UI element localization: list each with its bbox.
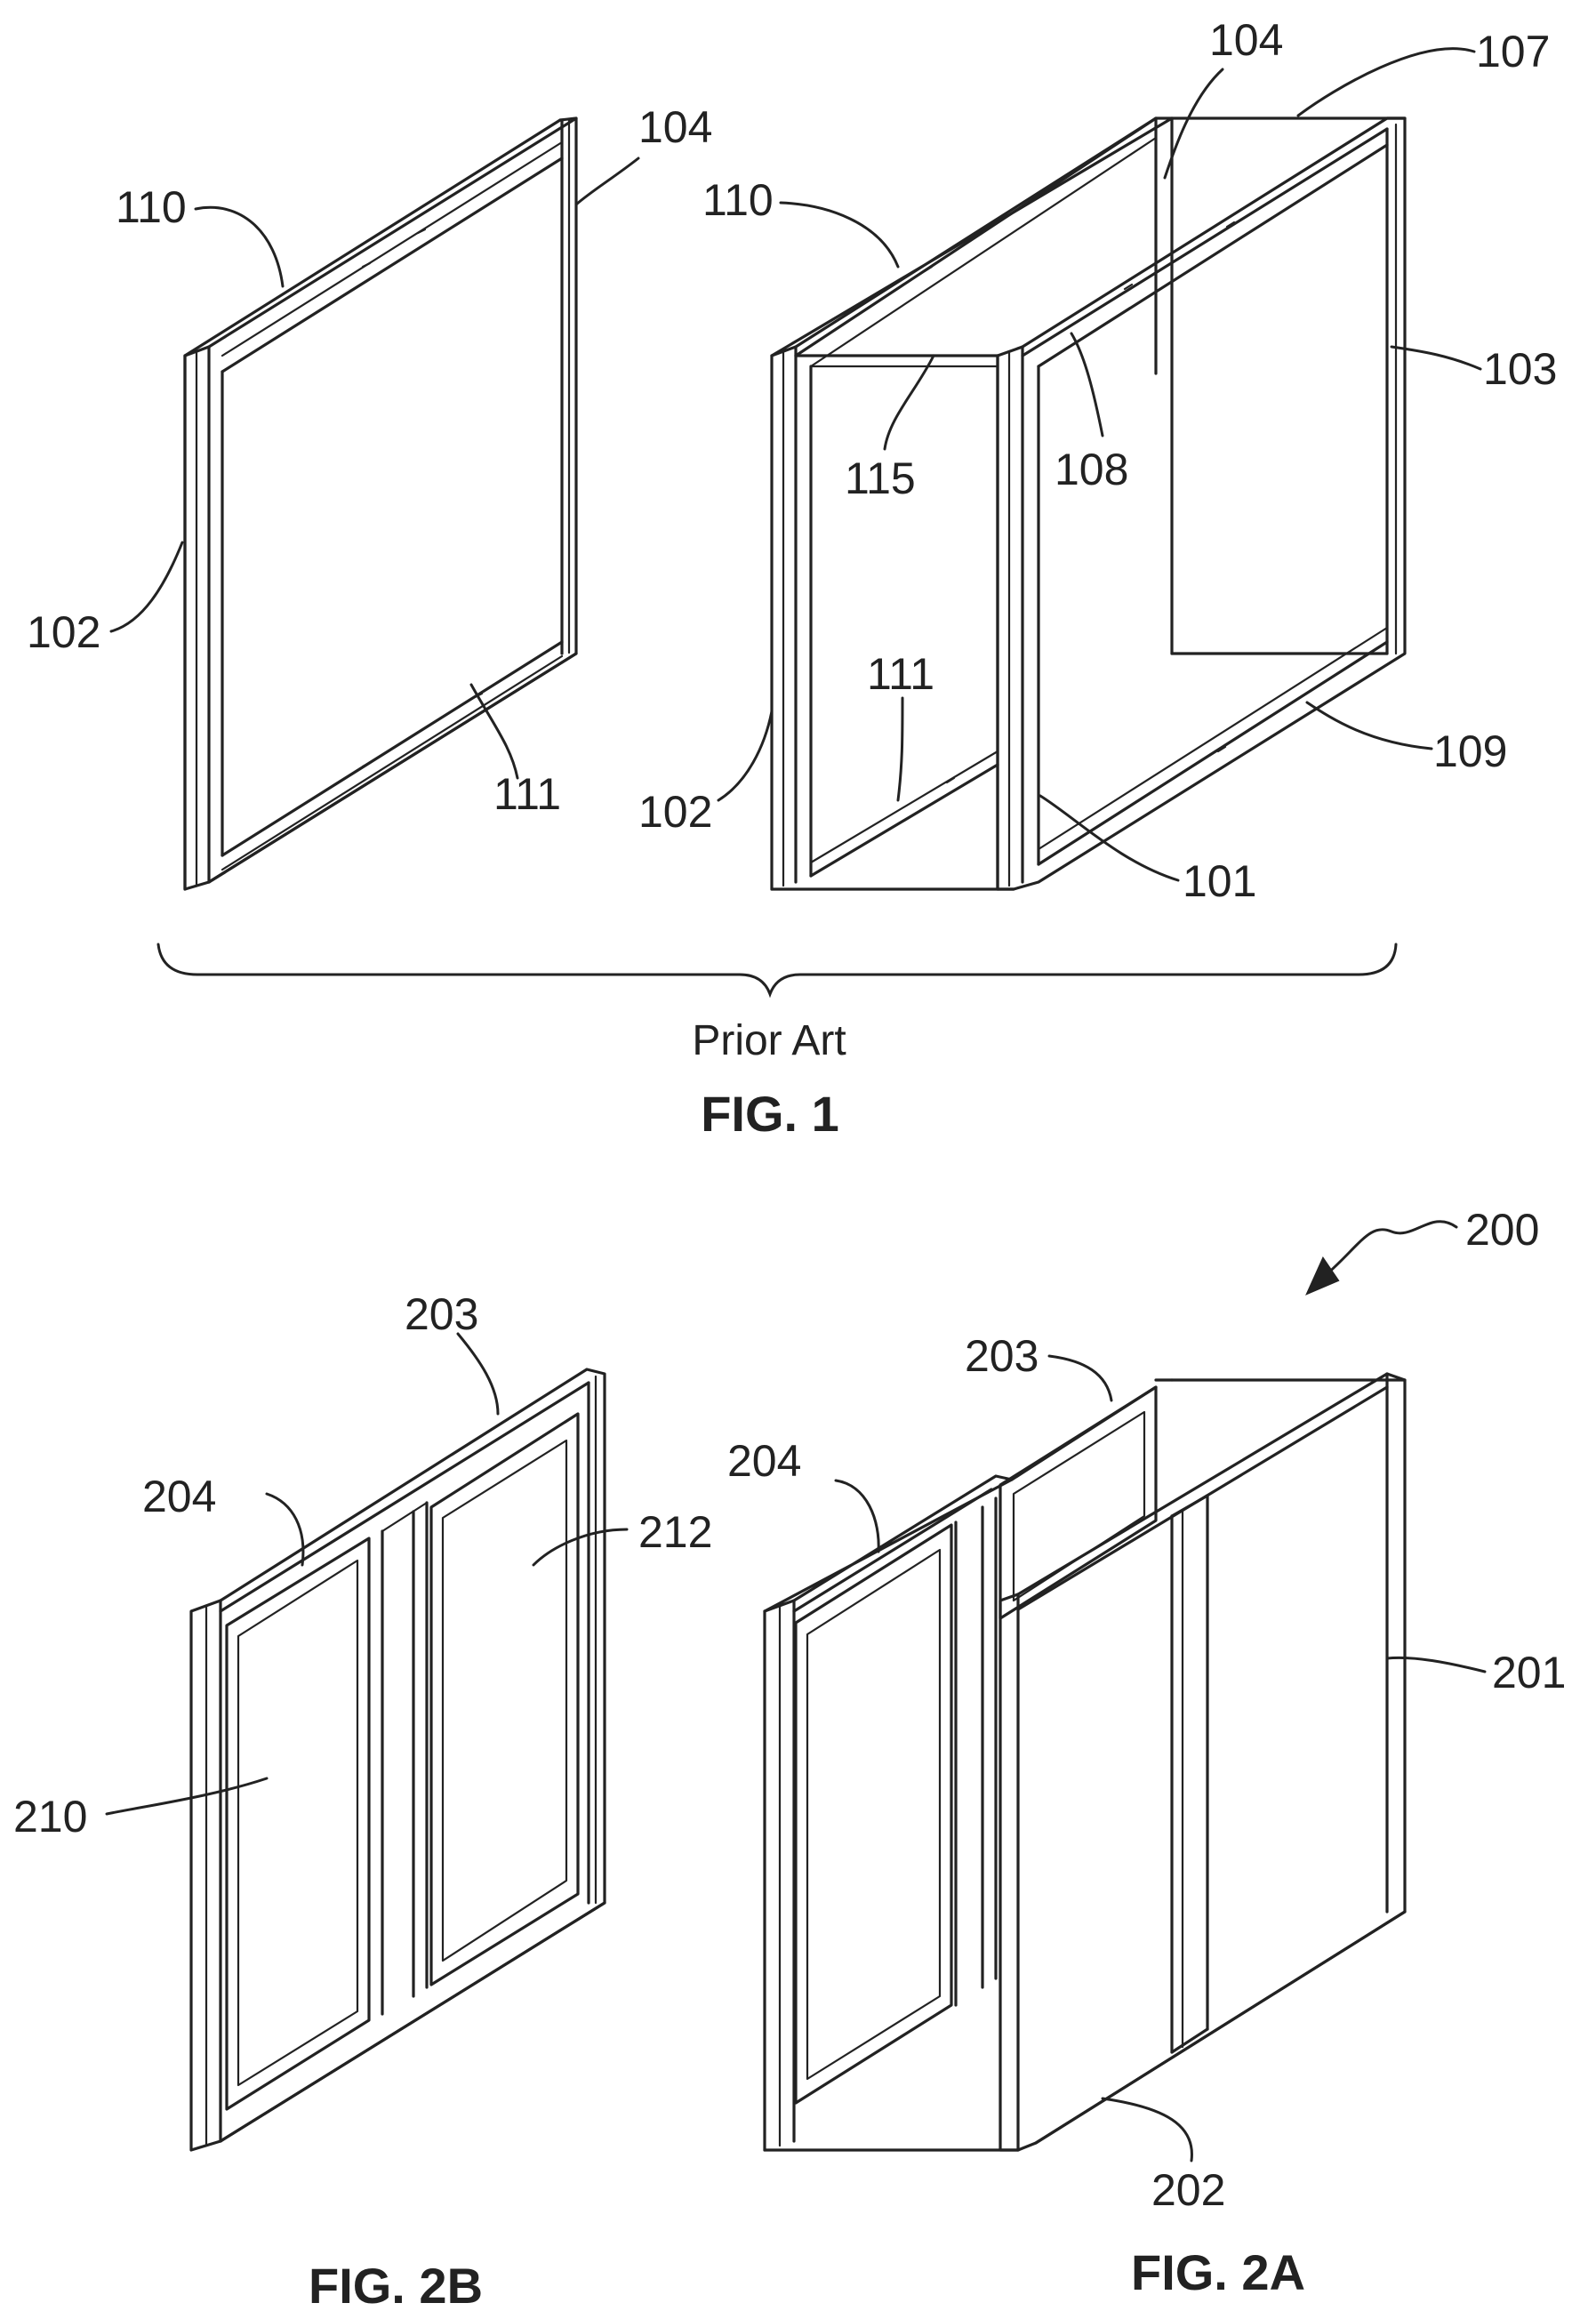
fig2b-labels: 203 204 212 210 <box>13 1289 712 1842</box>
fig2-assembly-arrow: 200 <box>1307 1205 1539 1294</box>
label-102-right: 102 <box>638 787 712 837</box>
label-110-right: 110 <box>702 175 774 225</box>
fig1-brace <box>158 944 1396 994</box>
fig2a-cabinet <box>765 1374 1405 2150</box>
label-210-b: 210 <box>13 1792 87 1842</box>
label-111-left: 111 <box>493 769 561 819</box>
label-111-right: 111 <box>867 649 934 699</box>
fig1-caption: FIG. 1 <box>701 1086 839 1142</box>
label-200: 200 <box>1465 1205 1539 1255</box>
label-109-right: 109 <box>1433 726 1507 776</box>
fig2a-caption: FIG. 2A <box>1131 2244 1305 2300</box>
label-102-left: 102 <box>27 607 100 657</box>
fig1-prior-art-note: Prior Art <box>692 1017 846 1064</box>
label-108-right: 108 <box>1055 445 1128 494</box>
label-212-b: 212 <box>638 1507 712 1557</box>
label-204-a: 204 <box>727 1436 801 1486</box>
label-203-b: 203 <box>405 1289 478 1339</box>
fig2b-caption: FIG. 2B <box>309 2258 483 2314</box>
label-201-a: 201 <box>1492 1648 1566 1697</box>
label-107-right: 107 <box>1476 27 1550 76</box>
label-204-b: 204 <box>142 1472 216 1521</box>
fig2b-frame <box>191 1369 605 2150</box>
fig1-labels: 110 104 102 111 110 104 107 103 115 108 … <box>27 15 1557 906</box>
label-110-left: 110 <box>116 182 187 232</box>
label-115-right: 115 <box>845 453 916 503</box>
label-202-a: 202 <box>1151 2165 1225 2215</box>
label-104-right: 104 <box>1209 15 1283 65</box>
label-103-right: 103 <box>1483 344 1557 394</box>
fig1-right-cabinet <box>772 118 1405 889</box>
label-101-right: 101 <box>1183 856 1256 906</box>
label-104-left: 104 <box>638 102 712 152</box>
label-203-a: 203 <box>965 1331 1039 1381</box>
fig2a-labels: 203 204 201 202 <box>727 1331 1566 2215</box>
